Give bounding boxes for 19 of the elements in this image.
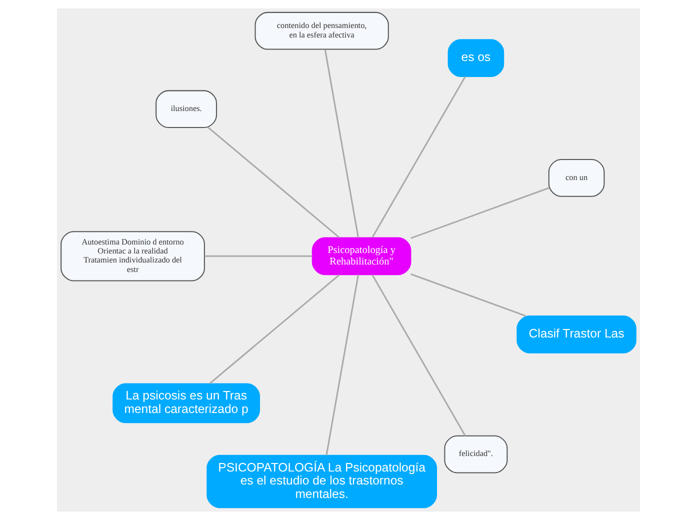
connector	[325, 274, 359, 456]
connector	[324, 49, 359, 238]
connector	[204, 255, 312, 257]
node-box: Psicopatología y Rehabilitación"	[311, 237, 411, 276]
connector	[410, 187, 549, 239]
node-box: Autoestima Dominio d entorno Orientac a la realidad Tratamien individualizado del estr	[60, 231, 204, 282]
connector	[410, 273, 526, 317]
connector	[371, 274, 466, 436]
node-box: es os	[447, 39, 504, 77]
connector	[207, 127, 340, 238]
node-box: ilusiones.	[155, 90, 216, 128]
node-box: La psicosis es un Tras mental caracterizado p	[112, 383, 260, 424]
node-box: Clasif Trastor Las	[516, 315, 636, 354]
node-box: felicidad".	[444, 435, 508, 474]
node-box: contenido del pensamiento, en la esfera afectiva	[254, 12, 388, 50]
connector	[371, 76, 466, 238]
node-box: PSICOPATOLOGÍA La Psicopatología es el estudio de los trastornos mentales.	[206, 454, 436, 508]
node-box: con un	[548, 158, 604, 197]
connector	[208, 274, 340, 384]
